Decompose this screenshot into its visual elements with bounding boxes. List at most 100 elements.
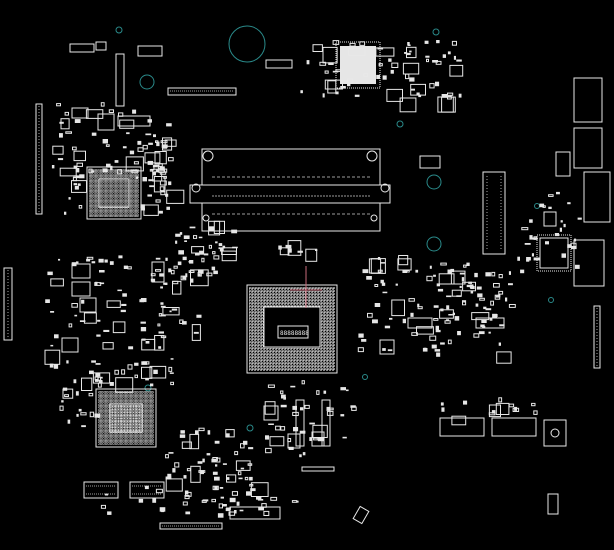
smd-part — [225, 433, 230, 438]
smd-part — [494, 314, 498, 317]
smd-part — [508, 283, 513, 286]
smd-part — [376, 74, 380, 79]
smd-part — [180, 275, 187, 281]
smd-part — [129, 150, 135, 155]
smd-part — [347, 83, 351, 87]
smd-part — [165, 454, 169, 459]
smd-part — [64, 211, 67, 215]
smd-part — [491, 410, 496, 414]
smd-part — [436, 352, 441, 357]
smd-part — [508, 271, 511, 275]
smd-part — [244, 476, 249, 481]
component-field — [44, 40, 582, 518]
smd-part — [448, 314, 453, 316]
smd-part — [436, 283, 440, 287]
smd-part — [498, 274, 503, 279]
smd-part — [287, 248, 292, 253]
smd-part — [335, 91, 339, 95]
smd-part — [340, 414, 345, 417]
smd-part — [249, 476, 253, 481]
smd-part — [149, 365, 167, 379]
smd-part — [258, 507, 264, 511]
smd-part — [429, 265, 432, 269]
smd-part — [439, 309, 454, 319]
smd-part — [377, 47, 384, 50]
smd-part — [374, 303, 381, 307]
smd-part — [149, 185, 155, 188]
smd-part — [59, 405, 64, 411]
smd-part — [195, 252, 200, 256]
smd-part — [148, 179, 154, 182]
smd-part — [326, 406, 331, 411]
smd-part — [398, 255, 409, 266]
smd-part — [415, 269, 419, 273]
smd-part — [389, 317, 393, 320]
smd-part — [141, 338, 146, 341]
smd-part — [100, 102, 105, 107]
smd-part — [207, 430, 211, 435]
smd-part — [222, 504, 227, 507]
smd-part — [165, 257, 168, 261]
smd-part — [198, 427, 205, 432]
smd-part — [521, 227, 529, 231]
smd-part — [431, 344, 437, 349]
smd-part — [417, 306, 423, 310]
smd-part — [109, 382, 114, 386]
smd-part — [283, 397, 286, 400]
smd-part — [387, 349, 393, 352]
smd-part — [406, 46, 417, 59]
smd-part — [357, 50, 363, 55]
smd-part — [115, 377, 134, 393]
smd-part — [447, 339, 452, 345]
smd-part — [104, 259, 108, 263]
smd-part — [196, 314, 202, 318]
smd-part — [45, 299, 50, 303]
smd-part — [451, 40, 457, 46]
smd-part — [102, 342, 114, 350]
lan-chip — [536, 234, 572, 272]
smd-part — [64, 394, 69, 398]
smd-part — [489, 317, 493, 321]
smd-part — [313, 437, 318, 441]
smd-part — [98, 258, 104, 263]
smd-part — [478, 331, 485, 335]
smd-part — [211, 498, 216, 503]
smd-part — [61, 400, 64, 403]
smd-part — [441, 96, 456, 113]
smd-part — [179, 232, 183, 235]
smd-part — [440, 402, 444, 406]
smd-part — [281, 394, 286, 399]
smd-part — [301, 380, 305, 385]
smd-part — [357, 347, 364, 353]
component-block — [79, 297, 97, 313]
smd-part — [458, 93, 462, 98]
smd-part — [79, 174, 85, 179]
smd-part — [556, 191, 560, 195]
smd-part — [446, 305, 450, 310]
smd-part — [74, 186, 79, 190]
smd-part — [499, 324, 505, 327]
smd-part — [391, 299, 405, 317]
smd-part — [257, 499, 264, 501]
smd-part — [191, 324, 201, 341]
smd-part — [496, 351, 512, 364]
smd-part — [186, 468, 191, 472]
smd-part — [346, 389, 349, 392]
smd-part — [133, 161, 139, 165]
smd-part — [493, 283, 500, 288]
smd-part — [214, 440, 220, 444]
smd-part — [216, 457, 221, 463]
smd-part — [198, 236, 203, 239]
smd-part — [155, 257, 161, 260]
smd-part — [309, 437, 312, 441]
smd-part — [73, 150, 86, 162]
smd-part — [222, 245, 226, 249]
smd-part — [59, 167, 77, 177]
smd-part — [179, 434, 186, 438]
smd-part — [411, 332, 418, 336]
smd-part — [53, 364, 59, 369]
smd-part — [208, 244, 213, 249]
smd-part — [402, 62, 420, 75]
smd-part — [122, 146, 127, 149]
